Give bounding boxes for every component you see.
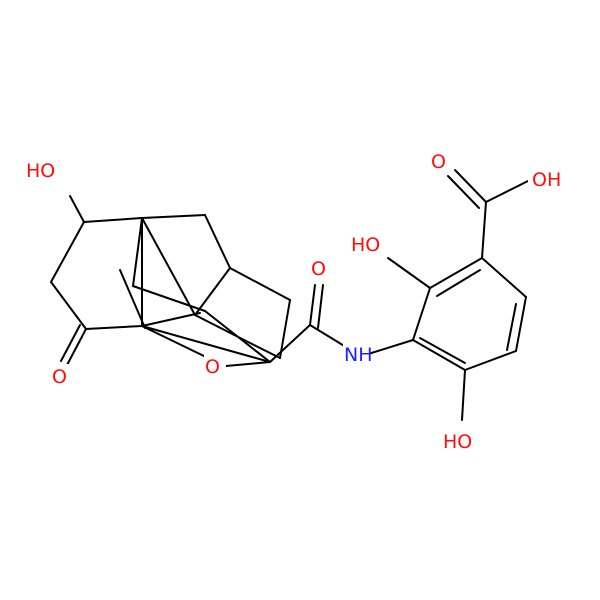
- bond-ring: [464, 350, 517, 371]
- bond: [141, 312, 201, 327]
- amide-oxygen-label: O: [311, 258, 326, 280]
- bond-amide-co-2: [317, 284, 324, 329]
- bond-c-oh: [69, 195, 85, 223]
- bond-amide-cn: [309, 324, 347, 348]
- bond: [83, 217, 143, 223]
- bond: [50, 281, 87, 330]
- label-bg: [204, 354, 226, 378]
- carboxyl-oxygen-label: O: [431, 151, 446, 173]
- bond: [204, 214, 231, 269]
- label-bg: [350, 230, 392, 256]
- bond: [141, 217, 196, 316]
- ether-oxygen-label: O: [205, 356, 220, 378]
- bond-ring: [412, 339, 466, 371]
- bond: [132, 217, 143, 287]
- carboxyl-hydroxyl-label: OH: [532, 169, 561, 191]
- bond: [141, 214, 206, 219]
- bond-acid-oh: [485, 179, 531, 203]
- bond-methyl: [119, 269, 146, 329]
- bond-c-cooh: [481, 201, 487, 259]
- bond-o-c-ether: [225, 361, 271, 367]
- bond-ring: [412, 287, 431, 341]
- bond-co-2: [60, 324, 81, 362]
- bond-lines: [50, 169, 531, 421]
- label-bg: [50, 364, 72, 388]
- bond-c-oh: [461, 369, 466, 421]
- bond-ring-inner: [419, 337, 466, 364]
- label-bg: [309, 254, 331, 280]
- amine-nh-label: NH: [344, 344, 373, 366]
- label-bg: [440, 428, 482, 454]
- atom-labels: HO O O O NH HO HO O OH: [22, 148, 572, 454]
- bond-n-ring: [364, 339, 414, 356]
- label-bg: [528, 166, 572, 192]
- hydroxyl-label-top-left: HO: [26, 160, 55, 182]
- bond: [229, 267, 291, 301]
- bond-c-o-ether: [141, 325, 207, 358]
- bond-acid-co-2: [447, 175, 480, 209]
- label-bg: [22, 158, 68, 182]
- bond: [251, 343, 281, 359]
- bond: [85, 325, 143, 330]
- bond: [194, 267, 231, 316]
- bond-ring-inner: [506, 303, 517, 351]
- bond: [50, 221, 85, 283]
- bond: [132, 285, 206, 312]
- bond-amide-co-1: [309, 284, 316, 326]
- bond: [141, 325, 271, 363]
- ketone-oxygen-label: O: [52, 366, 67, 388]
- bond-c-oh: [387, 257, 431, 289]
- bond-ring: [515, 296, 527, 352]
- bond: [279, 299, 291, 359]
- bond: [269, 324, 311, 363]
- bond-co-1: [66, 328, 87, 366]
- hydroxyl-label-ring-upper: HO: [351, 234, 380, 256]
- bond-acid-co-1: [454, 169, 487, 203]
- bond-ring: [481, 257, 527, 298]
- bond-ring-inner: [436, 269, 481, 297]
- label-bg: [343, 342, 369, 386]
- bond: [194, 314, 253, 345]
- hydroxyl-label-ring-lower: HO: [443, 431, 472, 453]
- label-bg: [428, 148, 452, 174]
- bond-ring: [429, 257, 483, 289]
